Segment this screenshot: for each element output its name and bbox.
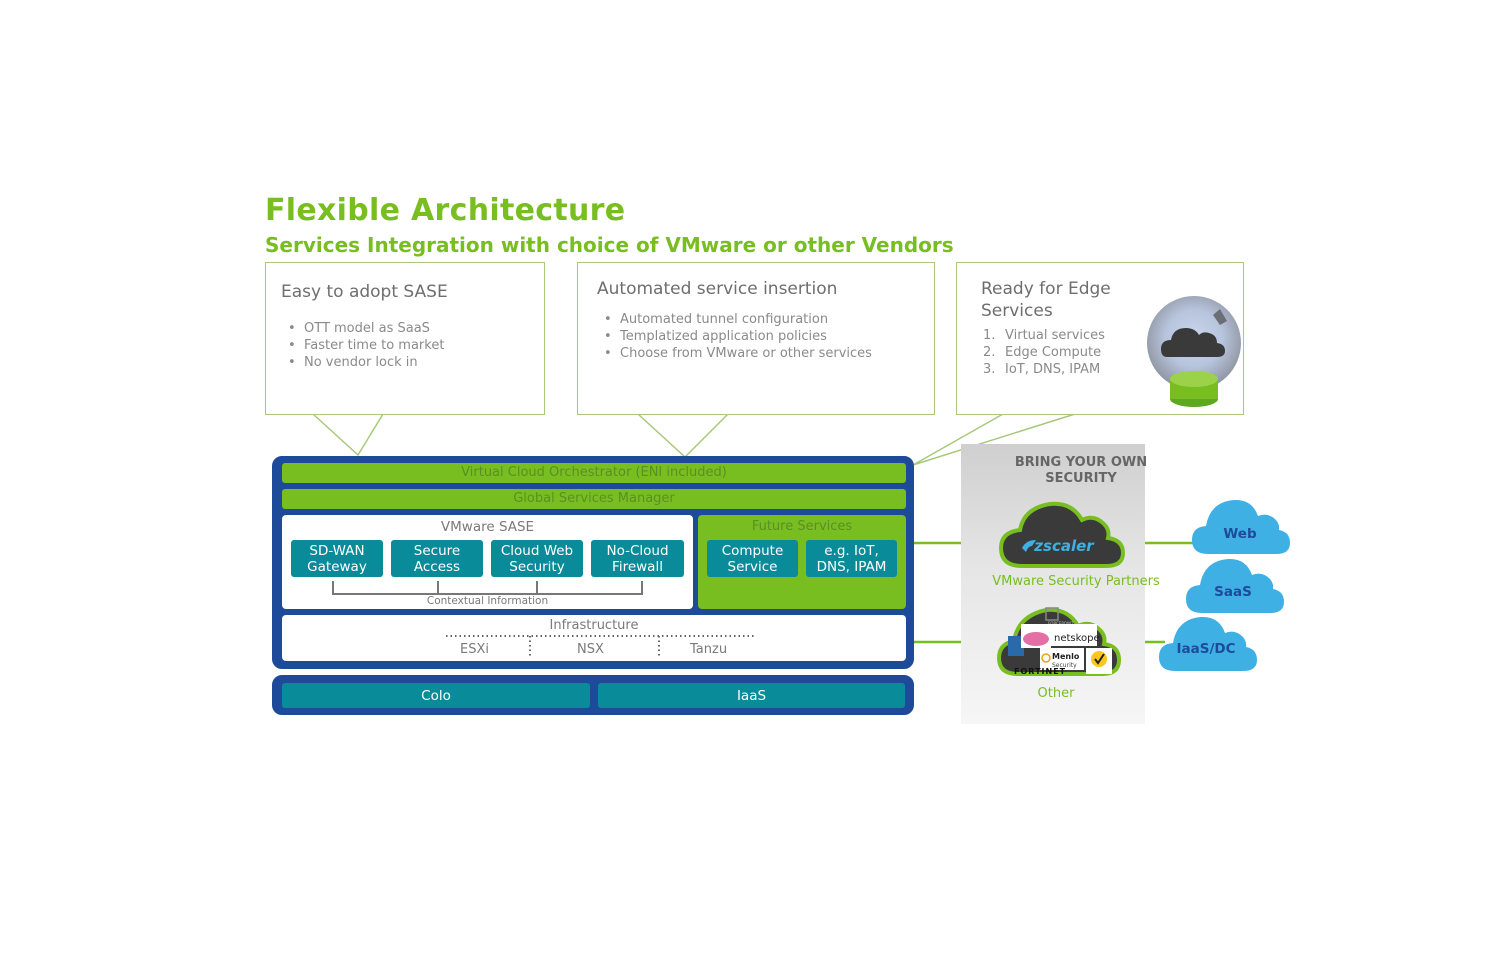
infrastructure-panel: Infrastructure ESXi NSX Tanzu bbox=[282, 615, 906, 661]
heading-line: Ready for Edge bbox=[981, 279, 1111, 299]
iaas-dc-cloud[interactable]: IaaS/DC bbox=[1157, 613, 1259, 673]
callout-edge-services: Ready for Edge Services 1.Virtual servic… bbox=[956, 262, 1244, 415]
web-cloud[interactable]: Web bbox=[1190, 496, 1292, 556]
web-label: Web bbox=[1223, 526, 1257, 542]
callout-heading: Automated service insertion bbox=[597, 279, 838, 299]
edge-cloud-globe-icon bbox=[1147, 296, 1241, 407]
callout-heading: Easy to adopt SASE bbox=[281, 282, 448, 302]
context-bracket bbox=[332, 581, 643, 595]
saas-label: SaaS bbox=[1214, 584, 1252, 600]
numbered-item: 3.IoT, DNS, IPAM bbox=[983, 362, 1101, 377]
numbered-item: 2.Edge Compute bbox=[983, 345, 1102, 360]
bullet-item: Templatized application policies bbox=[604, 328, 872, 345]
fortinet-logo: FORTINET bbox=[1014, 667, 1066, 676]
page-subtitle: Services Integration with choice of VMwa… bbox=[265, 233, 954, 257]
numbered-item: 1.Virtual services bbox=[983, 328, 1105, 343]
sase-panel-title: VMware SASE bbox=[440, 519, 535, 535]
callout-bullets: Automated tunnel configuration Templatiz… bbox=[604, 311, 872, 362]
contextual-information-label: Contextual Information bbox=[282, 595, 693, 607]
menlo-security-logo bbox=[1040, 648, 1084, 670]
bullet-item: No vendor lock in bbox=[288, 354, 444, 371]
zscaler-logo-text: zscaler bbox=[1033, 537, 1095, 555]
colo-button[interactable]: Colo bbox=[282, 683, 590, 708]
iaas-button[interactable]: IaaS bbox=[598, 683, 905, 708]
global-services-manager-bar[interactable]: Global Services Manager bbox=[282, 489, 906, 509]
callout-numbered-list: 1.Virtual services 2.Edge Compute 3.IoT,… bbox=[983, 327, 1105, 378]
heading-line: Services bbox=[981, 301, 1053, 321]
infrastructure-dividers bbox=[446, 635, 756, 657]
iaas-dc-label: IaaS/DC bbox=[1176, 641, 1236, 657]
svg-text:FORCEPOINT: FORCEPOINT bbox=[1048, 621, 1074, 626]
infra-item-esxi: ESXi bbox=[460, 642, 489, 657]
callout-bullets: OTT model as SaaS Faster time to market … bbox=[288, 320, 444, 371]
other-vendors-label: Other bbox=[1037, 686, 1075, 701]
checkpoint-logo bbox=[1008, 636, 1024, 656]
netskope-logo bbox=[1051, 624, 1097, 646]
saas-cloud[interactable]: SaaS bbox=[1184, 555, 1286, 615]
infrastructure-title: Infrastructure bbox=[549, 618, 639, 633]
zscaler-swoosh-icon bbox=[1022, 540, 1036, 552]
iot-dns-ipam-button[interactable]: e.g. IoT,DNS, IPAM bbox=[806, 540, 897, 577]
callout-2-pointer bbox=[637, 413, 729, 459]
cloud-icon bbox=[1186, 558, 1284, 613]
cloud-icon bbox=[1159, 616, 1257, 671]
bullet-item: OTT model as SaaS bbox=[288, 320, 444, 337]
infra-item-nsx: NSX bbox=[577, 642, 604, 657]
svg-text:Security: Security bbox=[1052, 662, 1077, 669]
bullet-item: Choose from VMware or other services bbox=[604, 345, 872, 362]
callout-heading: Ready for Edge Services bbox=[981, 278, 1111, 322]
page-title: Flexible Architecture bbox=[265, 193, 626, 228]
callout-easy-sase: Easy to adopt SASE OTT model as SaaS Fas… bbox=[265, 262, 545, 415]
future-services-title: Future Services bbox=[751, 519, 853, 534]
forcepoint-logo: FORCEPOINT bbox=[1045, 607, 1074, 626]
callout-service-insertion: Automated service insertion Automated tu… bbox=[577, 262, 935, 415]
zscaler-cloud-icon[interactable]: zscaler bbox=[998, 496, 1126, 570]
svg-text:Menlo: Menlo bbox=[1052, 652, 1080, 661]
callout-1-pointer bbox=[312, 413, 384, 457]
orchestrator-bar[interactable]: Virtual Cloud Orchestrator (ENI included… bbox=[282, 463, 906, 483]
infra-item-tanzu: Tanzu bbox=[690, 642, 728, 657]
bullet-item: Faster time to market bbox=[288, 337, 444, 354]
cloud-icon bbox=[1192, 499, 1290, 554]
svg-text:netskope: netskope bbox=[1054, 633, 1100, 644]
other-vendors-cloud-icon[interactable]: FORCEPOINT netskope Menlo Security FORTI… bbox=[996, 604, 1122, 678]
security-partners-label: VMware Security Partners bbox=[992, 574, 1160, 589]
bullet-item: Automated tunnel configuration bbox=[604, 311, 872, 328]
